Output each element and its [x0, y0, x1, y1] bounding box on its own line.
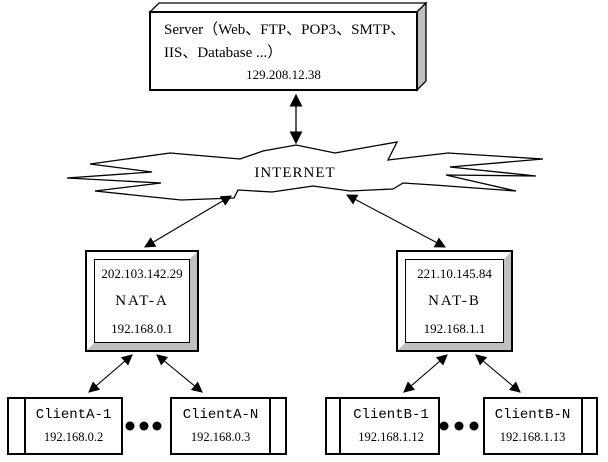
nat-b-name: NAT-B: [428, 292, 481, 309]
arrow-internet-nat-a: [144, 195, 232, 248]
client-box-bn: ClientB-N 192.168.1.13: [483, 397, 598, 455]
more-clients-dots-b: [439, 421, 479, 431]
nat-b-private-ip: 192.168.1.1: [423, 321, 486, 336]
server-box: Server（Web、FTP、POP3、SMTP、 IIS、Database .…: [150, 12, 417, 90]
server-label-line1: Server（Web、FTP、POP3、SMTP、: [164, 22, 406, 38]
nat-b-panel: 221.10.145.84 NAT-B 192.168.1.1: [405, 259, 504, 343]
internet-cloud-shape: [66, 141, 544, 201]
client-box-b1: ClientB-1 192.168.1.12: [325, 397, 440, 455]
nat-a-bevel-frame: [87, 252, 197, 350]
nat-b-box: 221.10.145.84 NAT-B 192.168.1.1: [396, 250, 513, 352]
client-a1-stripe: [24, 399, 26, 453]
server-ip: 129.208.12.38: [246, 67, 321, 82]
client-a1-name: ClientA-1: [35, 407, 112, 423]
nat-a-panel: 202.103.142.29 NAT-A 192.168.0.1: [94, 259, 190, 343]
arrow-nat-a-client-an: [156, 354, 203, 393]
server-label-line2: IIS、Database ...）: [164, 45, 283, 61]
arrow-nat-b-client-b1: [403, 354, 448, 393]
arrow-nat-a-client-a1: [88, 354, 133, 393]
client-b1-stripe: [339, 399, 341, 453]
client-an-name: ClientA-N: [182, 407, 259, 423]
nat-b-public-ip: 221.10.145.84: [417, 266, 492, 281]
more-clients-dots-a: [125, 421, 162, 431]
client-bn-ip: 192.168.1.13: [499, 430, 566, 444]
nat-a-name: NAT-A: [115, 292, 169, 309]
nat-a-public-ip: 202.103.142.29: [101, 266, 183, 281]
client-bn-name: ClientB-N: [494, 407, 571, 423]
client-b1-ip: 192.168.1.12: [358, 430, 424, 444]
server-box-top-face: [148, 2, 428, 13]
nat-a-box: 202.103.142.29 NAT-A 192.168.0.1: [85, 250, 199, 352]
server-box-side-face: [416, 1, 427, 92]
client-an-stripe: [269, 399, 271, 453]
client-bn-stripe: [581, 399, 583, 453]
client-box-an: ClientA-N 192.168.0.3: [170, 397, 287, 455]
nat-b-bevel-frame: [398, 252, 511, 350]
internet-label: INTERNET: [254, 165, 336, 181]
nat-a-private-ip: 192.168.0.1: [111, 321, 173, 336]
arrow-internet-nat-b: [346, 194, 446, 248]
client-a1-ip: 192.168.0.2: [43, 430, 104, 444]
client-box-a1: ClientA-1 192.168.0.2: [7, 397, 123, 455]
client-an-ip: 192.168.0.3: [190, 430, 251, 444]
client-b1-name: ClientB-1: [353, 407, 429, 423]
server-box-front-face: [149, 11, 418, 91]
arrow-nat-b-client-bn: [475, 354, 521, 393]
